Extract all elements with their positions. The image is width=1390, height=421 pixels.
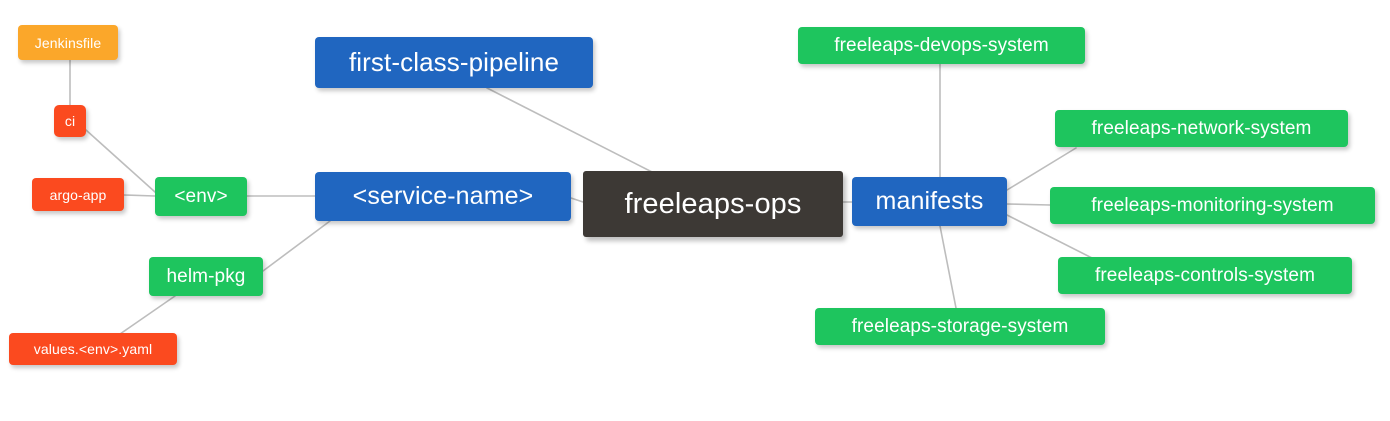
edge-manifests-to-freeleaps-monitoring-system	[1006, 203, 1051, 206]
node-label: <env>	[174, 185, 228, 207]
mindmap-node-env[interactable]: <env>	[155, 177, 247, 216]
mindmap-node-ci[interactable]: ci	[54, 105, 86, 137]
mindmap-node-freeleaps-controls-system[interactable]: freeleaps-controls-system	[1058, 257, 1352, 294]
mindmap-node-jenkinsfile[interactable]: Jenkinsfile	[18, 25, 118, 60]
node-label: helm-pkg	[166, 265, 246, 287]
node-label: Jenkinsfile	[34, 34, 102, 51]
edge-first-class-pipeline-to-freeleaps-ops	[486, 87, 653, 173]
mindmap-node-freeleaps-network-system[interactable]: freeleaps-network-system	[1055, 110, 1348, 147]
edge-service-name-to-freeleaps-ops	[570, 197, 584, 203]
node-label: first-class-pipeline	[348, 47, 560, 77]
edge-argo-app-to-env	[123, 194, 156, 197]
node-label: freeleaps-ops	[624, 187, 802, 220]
node-label: argo-app	[49, 186, 107, 203]
edge-manifests-to-freeleaps-network-system	[1006, 147, 1077, 191]
node-label: ci	[64, 113, 76, 129]
mindmap-node-freeleaps-monitoring-system[interactable]: freeleaps-monitoring-system	[1050, 187, 1375, 224]
mindmap-node-service-name[interactable]: <service-name>	[315, 172, 571, 221]
mindmap-node-first-class-pipeline[interactable]: first-class-pipeline	[315, 37, 593, 88]
node-label: freeleaps-network-system	[1091, 117, 1312, 139]
node-label: <service-name>	[352, 182, 534, 210]
node-label: freeleaps-controls-system	[1094, 264, 1316, 286]
node-label: freeleaps-storage-system	[851, 315, 1069, 337]
mindmap-node-freeleaps-storage-system[interactable]: freeleaps-storage-system	[815, 308, 1105, 345]
mindmap-node-manifests[interactable]: manifests	[852, 177, 1007, 226]
mindmap-node-freeleaps-devops-system[interactable]: freeleaps-devops-system	[798, 27, 1085, 64]
node-label: values.<env>.yaml	[33, 341, 153, 357]
mindmap-node-argo-app[interactable]: argo-app	[32, 178, 124, 211]
edge-helm-pkg-to-values-yaml	[119, 295, 176, 335]
mindmap-node-freeleaps-ops[interactable]: freeleaps-ops	[583, 171, 843, 237]
edge-manifests-to-freeleaps-storage-system	[939, 225, 957, 309]
node-label: freeleaps-devops-system	[834, 34, 1049, 56]
node-label: manifests	[875, 187, 984, 215]
node-label: freeleaps-monitoring-system	[1091, 194, 1334, 216]
mindmap-node-helm-pkg[interactable]: helm-pkg	[149, 257, 263, 296]
mindmap-node-values-yaml[interactable]: values.<env>.yaml	[9, 333, 177, 365]
edge-service-name-to-helm-pkg	[262, 220, 331, 272]
